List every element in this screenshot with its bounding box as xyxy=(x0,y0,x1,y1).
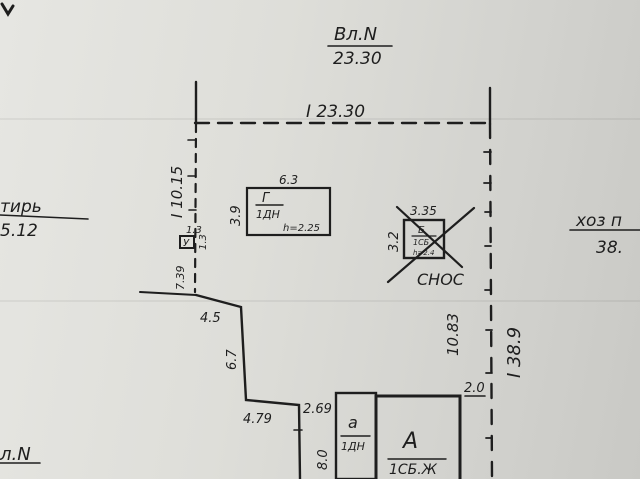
demolished-depth: 3.2 xyxy=(387,231,402,252)
right-owner-name: хоз п xyxy=(575,211,622,231)
left-stub-length: 7.39 xyxy=(174,266,187,291)
demolished-cross-line-2 xyxy=(395,205,464,269)
house-material: 1СБ.Ж xyxy=(389,462,438,478)
paper-fold xyxy=(0,118,640,120)
small-shed-top-dim: 1.3 xyxy=(186,225,202,236)
right-owner-length: 38. xyxy=(596,238,623,258)
garage-material: 1ДН xyxy=(256,208,280,221)
demolished-building-outline xyxy=(402,218,446,260)
demolished-note: h=2.4 xyxy=(413,249,434,257)
garage-depth: 3.9 xyxy=(229,205,244,226)
demolished-width: 3.35 xyxy=(410,204,437,218)
step-4-length: 2.69 xyxy=(303,402,332,417)
left-upper-boundary xyxy=(193,122,198,294)
paper-fold xyxy=(0,300,640,302)
top-boundary-length: I 23.30 xyxy=(306,102,365,122)
top-owner-name: Вл.N xyxy=(334,24,377,45)
demolition-word: СНОС xyxy=(417,270,465,289)
left-upper-boundary-length: I 10.15 xyxy=(168,166,186,218)
garage-outline xyxy=(245,186,332,237)
demolished-letter: Б xyxy=(418,225,425,236)
step-1-length: 4.5 xyxy=(200,311,221,326)
right-small-length: 2.0 xyxy=(464,381,485,396)
bottom-left-owner: л.N xyxy=(0,444,31,465)
small-shed-side-dim: 1.3 xyxy=(198,234,209,250)
step-3-length: 4.79 xyxy=(243,412,272,427)
demolished-cross-line-1 xyxy=(386,206,476,284)
right-boundary-line xyxy=(488,122,494,479)
house-letter: А xyxy=(401,429,418,454)
porch-letter: а xyxy=(348,413,358,432)
right-gap-length: 10.83 xyxy=(444,313,462,356)
garage-letter: Г xyxy=(262,191,271,206)
right-boundary-length: I 38.9 xyxy=(504,327,525,378)
garage-height: h=2.25 xyxy=(283,223,320,234)
house-outline xyxy=(374,394,462,479)
bottom-left-dimension: 8.0 xyxy=(316,449,331,470)
right-boundary-ticks xyxy=(483,151,493,439)
small-shed-letter: У xyxy=(183,238,190,249)
top-owner-length: 23.30 xyxy=(333,49,382,69)
demolished-material: 1СБ xyxy=(413,238,430,247)
left-stub-line xyxy=(139,291,197,296)
small-shed-outline xyxy=(179,235,195,249)
corner-mark xyxy=(0,2,15,17)
left-owner-name: тирь xyxy=(0,197,42,217)
left-boundary-ticks xyxy=(187,139,197,211)
step-2-length: 6.7 xyxy=(225,349,240,370)
porch-material: 1ДН xyxy=(341,440,365,453)
garage-width: 6.3 xyxy=(279,173,298,187)
left-owner-length: 5.12 xyxy=(0,221,38,241)
left-owner-underline xyxy=(0,214,89,220)
